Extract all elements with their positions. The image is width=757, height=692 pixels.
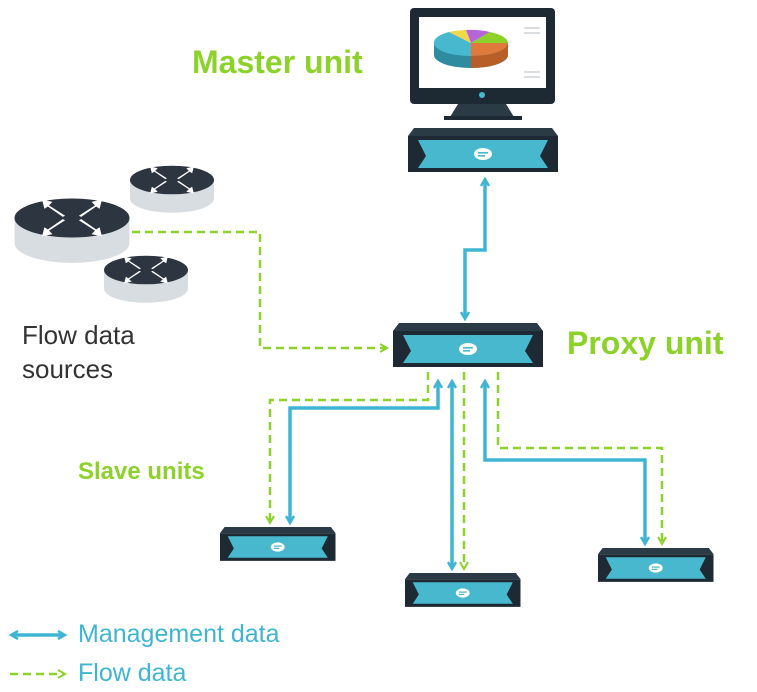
slave-server-icon-center (405, 573, 521, 607)
slave-server-icon-left (220, 527, 336, 561)
mgmt-link-proxy-slave-left (290, 382, 438, 522)
master-unit-label: Master unit (192, 44, 363, 80)
slave-units-label: Slave units (78, 458, 205, 485)
slave-server-icon-right (598, 548, 714, 582)
mgmt-link-master-proxy (465, 180, 485, 318)
flow-data-sources-label: Flow data sources (22, 318, 135, 386)
proxy-unit-label: Proxy unit (567, 325, 724, 361)
router-icon-front (104, 255, 188, 303)
pie-chart-icon (433, 29, 508, 68)
master-server-icon (408, 128, 558, 172)
router-icon-main (14, 198, 130, 263)
legend-flow-label: Flow data (78, 659, 187, 687)
proxy-server-icon (393, 323, 543, 367)
flow-link-proxy-slave-left (270, 372, 430, 522)
flow-data-sources-line1: Flow data (22, 320, 135, 350)
mgmt-link-proxy-slave-right (485, 382, 645, 543)
legend-management-label: Management data (78, 620, 280, 648)
flow-data-sources-line2: sources (22, 354, 114, 384)
router-icon-back (130, 165, 214, 213)
monitor-icon (410, 8, 555, 120)
flow-link-sources-proxy (132, 230, 386, 348)
flow-link-proxy-slave-right (496, 372, 662, 543)
